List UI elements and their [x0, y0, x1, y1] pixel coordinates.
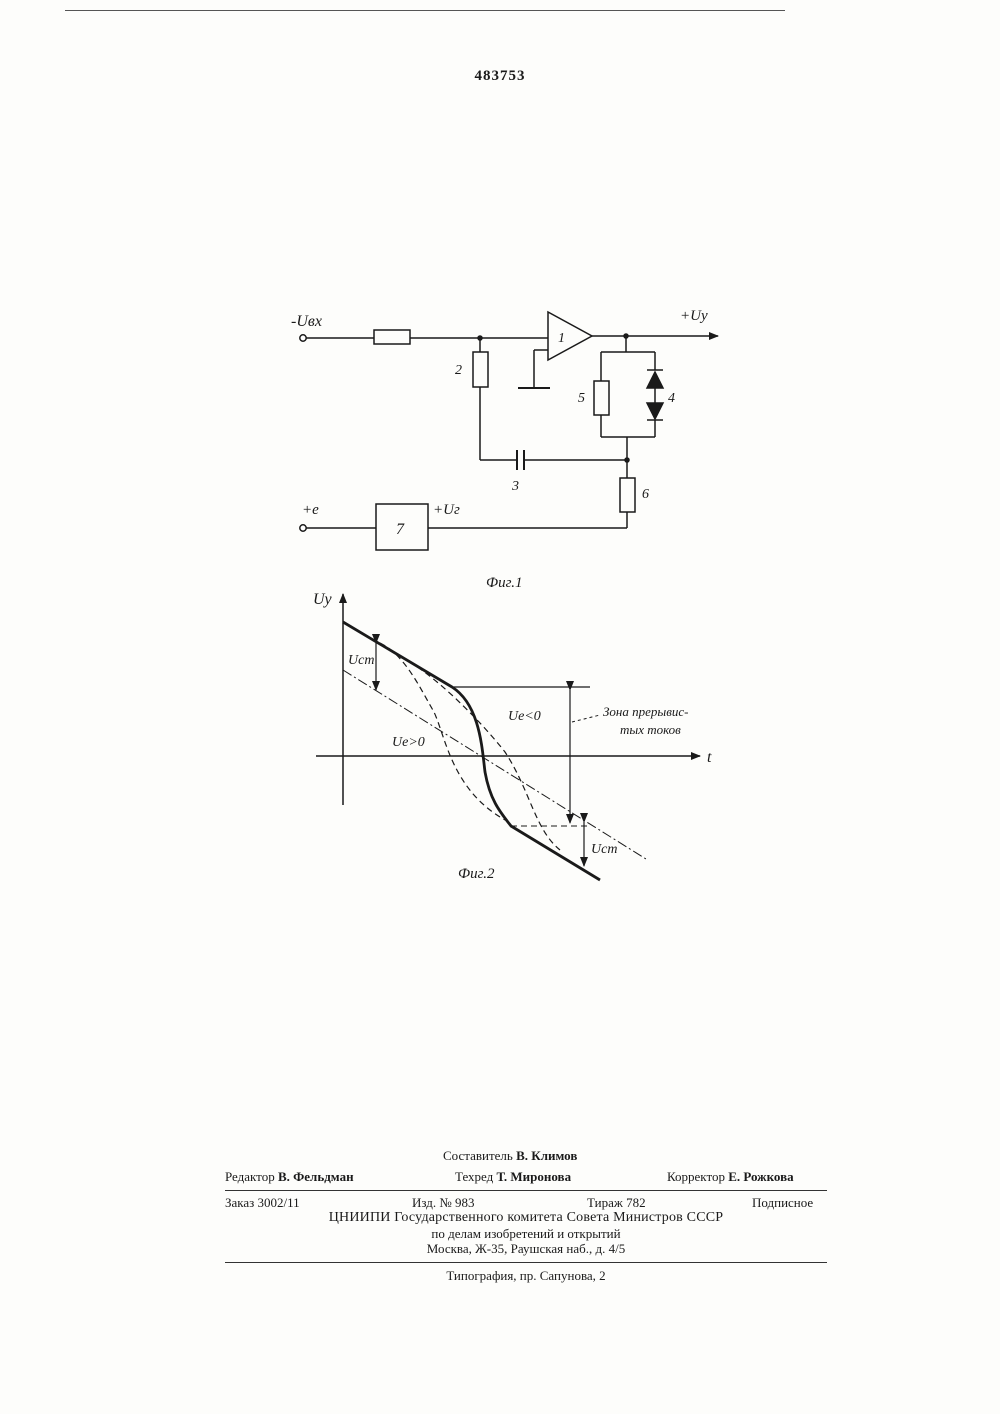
input-resistor [374, 330, 410, 344]
e-label: +e [302, 502, 319, 518]
figure-1-circuit [300, 312, 718, 550]
diode-upper [647, 372, 663, 388]
editor-name: В. Фельдман [278, 1169, 354, 1184]
imprint-rule-1 [225, 1190, 827, 1191]
output-voltage-label: +Uy [680, 308, 708, 324]
resistor-6 [620, 478, 635, 512]
figure-2-caption: Фиг.2 [458, 866, 495, 882]
editor-label: Редактор [225, 1169, 275, 1184]
opamp-triangle [548, 312, 592, 360]
input-terminal [300, 335, 306, 341]
resistor-5 [594, 381, 609, 415]
resistor-2 [473, 352, 488, 387]
techred-label: Техред [455, 1169, 493, 1184]
corrector-label: Корректор [667, 1169, 725, 1184]
subscription: Подписное [752, 1195, 813, 1211]
zone-label-line-1: Зона прерывис- [603, 704, 688, 719]
ucm-bottom-label: Uст [591, 842, 617, 857]
y-axis-label: Uy [313, 591, 333, 608]
printer-line: Типография, пр. Сапунова, 2 [225, 1268, 827, 1284]
reference-line [343, 670, 646, 859]
zone-label-line-2: тых токов [620, 722, 681, 737]
x-axis-label: t [707, 749, 712, 766]
curve-ue-negative [400, 657, 560, 850]
compiler-label: Составитель [443, 1148, 513, 1163]
e-terminal [300, 525, 306, 531]
order-number: Заказ 3002/11 [225, 1195, 300, 1211]
issue-number: Изд. № 983 [412, 1195, 475, 1211]
org-line-1: ЦНИИПИ Государственного комитета Совета … [225, 1210, 827, 1226]
ue-positive-label: Uе>0 [392, 735, 425, 750]
imprint-rule-2 [225, 1262, 827, 1263]
corrector-name: Е. Рожкова [728, 1169, 793, 1184]
ue-negative-label: Uе<0 [508, 709, 541, 724]
input-voltage-label: -Uвх [291, 313, 322, 330]
circulation: Тираж 782 [587, 1195, 646, 1211]
org-line-3: Москва, Ж-35, Раушская наб., д. 4/5 [225, 1241, 827, 1257]
main-curve [343, 622, 600, 880]
label-6: 6 [642, 487, 649, 502]
techred-name: Т. Миронова [497, 1169, 572, 1184]
diode-lower [647, 403, 663, 419]
label-3: 3 [511, 479, 519, 494]
compiler-name: В. Климов [516, 1148, 577, 1163]
ug-label: +Uг [433, 502, 460, 518]
label-5: 5 [578, 391, 585, 406]
label-4: 4 [668, 391, 675, 406]
org-line-2: по делам изобретений и открытий [225, 1226, 827, 1242]
zone-leader [572, 715, 600, 722]
block-7-number: 7 [396, 521, 405, 538]
label-2: 2 [455, 363, 462, 378]
ucm-top-label: Uст [348, 653, 374, 668]
figure-1-caption: Фиг.1 [486, 575, 522, 591]
figure-2-graph [316, 594, 700, 880]
opamp-number: 1 [558, 331, 565, 346]
